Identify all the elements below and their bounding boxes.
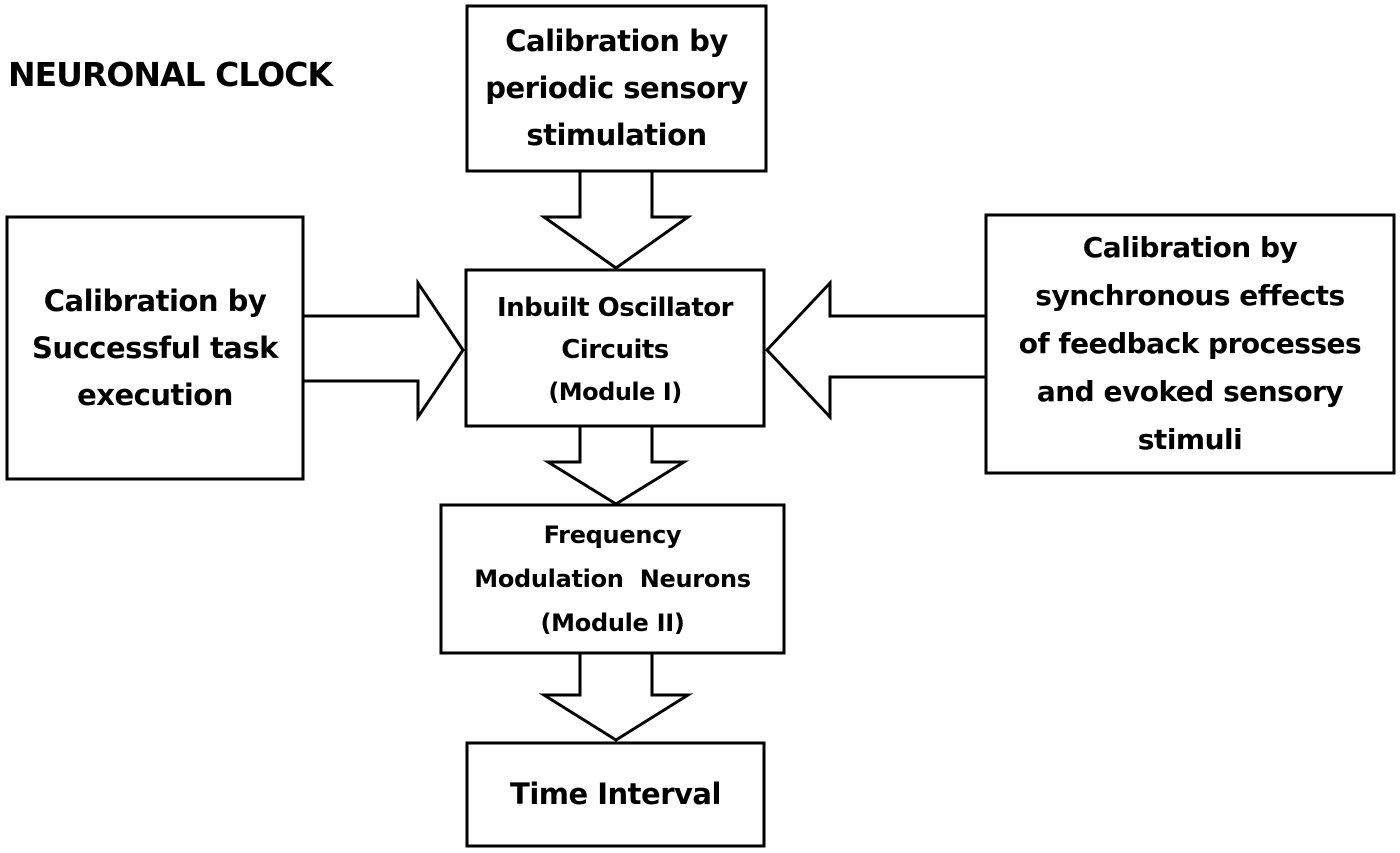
- node-top-box: [465, 4, 768, 173]
- node-top-line-1: Calibration by: [505, 24, 728, 58]
- arrow-top-to-center: [539, 169, 693, 270]
- node-right-line-4: and evoked sensory: [1036, 375, 1344, 408]
- node-output-label: Time Interval: [467, 743, 764, 846]
- arrow-center-to-frequency: [542, 424, 690, 506]
- node-right-line-5: stimuli: [1137, 423, 1243, 456]
- node-left-label: Calibration by Successful task execution: [7, 217, 303, 479]
- node-center-line-2: Circuits: [561, 335, 669, 365]
- node-output-box: [465, 741, 766, 848]
- node-left-box: [5, 215, 305, 481]
- node-frequency-label: Frequency Modulation Neurons (Module II): [441, 505, 784, 653]
- node-center-module: (Module I): [548, 378, 682, 406]
- node-top-label: Calibration by periodic sensory stimulat…: [467, 6, 766, 171]
- node-right-box: [984, 213, 1396, 475]
- node-center-line-1: Inbuilt Oscillator: [497, 293, 734, 323]
- node-right-line-1: Calibration by: [1082, 231, 1298, 264]
- arrow-right-to-center: [764, 279, 988, 421]
- node-frequency-line-2: Modulation Neurons: [474, 565, 751, 593]
- arrow-frequency-to-output: [538, 651, 694, 742]
- node-left-line-2: Successful task: [32, 330, 278, 365]
- node-output-line-1: Time Interval: [510, 777, 721, 811]
- node-top-line-2: periodic sensory: [485, 71, 748, 105]
- node-frequency-line-1: Frequency: [543, 521, 682, 549]
- node-left-line-3: execution: [77, 377, 233, 412]
- node-frequency-line-3: (Module II): [540, 609, 685, 637]
- node-right-line-2: synchronous effects: [1035, 279, 1345, 312]
- node-left-line-1: Calibration by: [43, 283, 267, 318]
- diagram-title: NEURONAL CLOCK: [8, 55, 333, 94]
- node-center-label: Inbuilt Oscillator Circuits (Module I): [466, 274, 764, 426]
- node-right-label: Calibration by synchronous effects of fe…: [986, 215, 1394, 473]
- node-top-line-3: stimulation: [526, 118, 707, 152]
- node-right-line-3: of feedback processes: [1018, 327, 1362, 360]
- arrow-left-to-center: [301, 278, 465, 422]
- node-center-box: [464, 268, 766, 428]
